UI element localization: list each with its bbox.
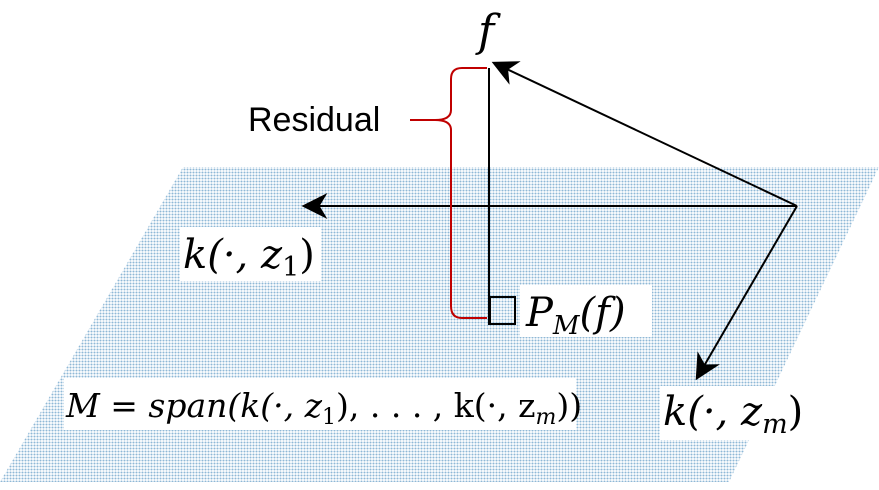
projection-sub: M	[552, 311, 581, 341]
projection-label-group: PM(f)	[520, 285, 652, 341]
arrow-to-k-zm	[695, 205, 798, 381]
kernel-zm-sub: m	[762, 409, 788, 440]
projection-label: P	[525, 290, 554, 336]
kernel-z1-label-group: k(·, z1)	[180, 227, 321, 283]
kernel-zm-label-group: k(·, zm)	[660, 386, 803, 440]
kernel-zm-label: k(·, z	[663, 389, 763, 435]
svg-text:PM(f): PM(f)	[525, 290, 626, 341]
kernel-z1-label: k(·, z	[183, 232, 283, 278]
svg-text:k(·, zm): k(·, zm)	[663, 389, 803, 440]
arrow-to-f	[491, 61, 798, 207]
subspace-label-suffix: ))	[556, 386, 582, 425]
svg-text:M = span(k(·, z1), . . . , k(·: M = span(k(·, z1), . . . , k(·, zm))	[65, 386, 582, 430]
subspace-label-mid: ), . . . , k(·, z	[336, 386, 536, 425]
subspace-label-subm: m	[536, 405, 557, 430]
vector-f-label: f	[475, 6, 501, 57]
kernel-z1-sub: 1	[282, 252, 299, 283]
projection-arg: (f)	[580, 290, 626, 336]
subspace-label-prefix: M = span(k(·, z	[65, 386, 323, 425]
subspace-label-sub1: 1	[322, 405, 336, 430]
svg-text:k(·, z1): k(·, z1)	[183, 232, 315, 283]
right-angle-marker	[489, 296, 516, 325]
residual-brace	[410, 67, 487, 319]
residual-label: Residual	[248, 101, 380, 139]
subspace-label-group: M = span(k(·, z1), . . . , k(·, zm))	[64, 378, 582, 430]
